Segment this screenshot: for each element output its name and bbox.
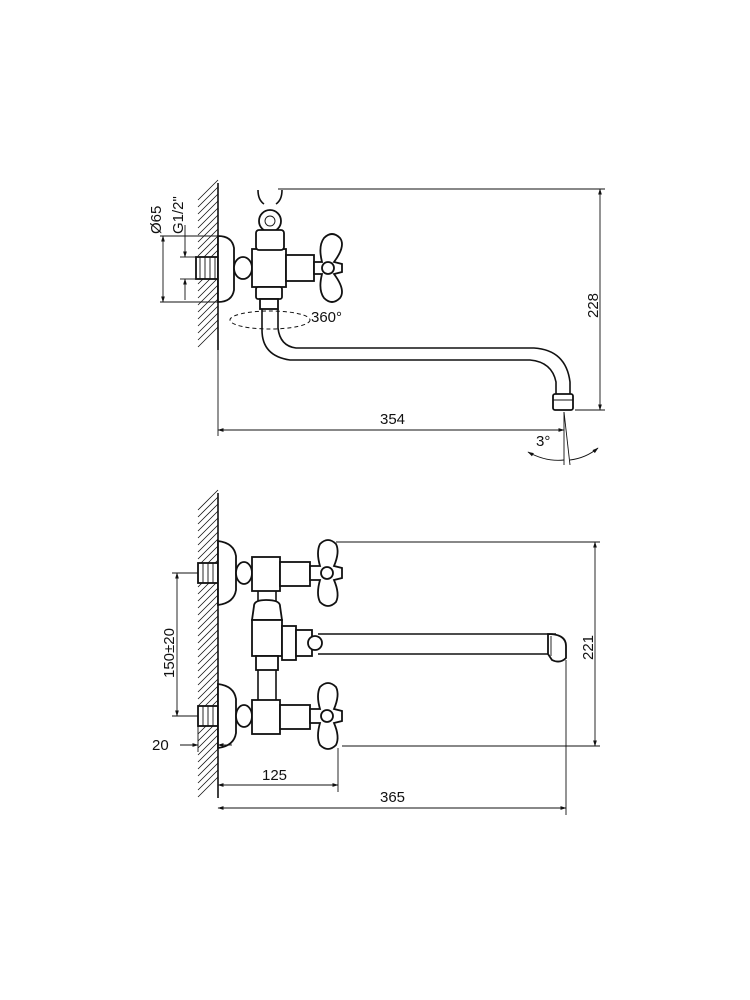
hatch-line xyxy=(197,326,219,348)
front-height-dim: 221 xyxy=(336,541,600,747)
front-view: 150±20 221 20 125 365 xyxy=(152,489,600,815)
hatch-line xyxy=(197,629,219,651)
hatch-line xyxy=(197,200,219,222)
hatch-line xyxy=(197,277,219,299)
handle-offset-label: 125 xyxy=(262,767,287,784)
hatch-line xyxy=(197,643,219,665)
hatch-line xyxy=(197,179,219,201)
side-cross-handle[interactable] xyxy=(313,233,343,303)
hatch-line xyxy=(197,650,219,672)
hatch-line xyxy=(197,193,219,215)
side-spout xyxy=(261,309,574,411)
hatch-line xyxy=(197,510,219,532)
hatch-line xyxy=(197,524,219,546)
hatch-line xyxy=(197,207,219,229)
reach-354-label: 354 xyxy=(380,411,405,428)
hatch-line xyxy=(197,755,219,777)
hatch-line xyxy=(197,214,219,236)
front-wall-offset-dim: 20 xyxy=(152,726,232,754)
front-wall xyxy=(197,489,219,798)
side-rotation-ellipse xyxy=(229,310,311,330)
hatch-line xyxy=(197,762,219,784)
hatch-line xyxy=(197,741,219,763)
hatch-line xyxy=(197,531,219,553)
side-reach-dim: 354 xyxy=(217,350,565,465)
rotation-label: 360° xyxy=(311,309,342,326)
hatch-line xyxy=(197,615,219,637)
hatch-line xyxy=(197,727,219,749)
hatch-line xyxy=(197,671,219,693)
side-height-dim: 228 xyxy=(278,188,605,411)
hatch-line xyxy=(197,312,219,334)
front-spacing-dim: 150±20 xyxy=(161,572,198,717)
wall-offset-label: 20 xyxy=(152,737,169,754)
hatch-line xyxy=(197,622,219,644)
front-lower-inlet xyxy=(197,682,311,750)
hatch-line xyxy=(197,685,219,707)
side-mixer-body xyxy=(251,189,315,310)
hatch-line xyxy=(197,305,219,327)
height-221-label: 221 xyxy=(580,635,597,660)
front-upper-inlet xyxy=(197,539,311,607)
hatch-line xyxy=(197,657,219,679)
hatch-line xyxy=(197,587,219,609)
front-spout xyxy=(318,633,567,663)
hatch-line xyxy=(197,228,219,250)
thread-label: G1/2" xyxy=(170,196,187,234)
hatch-line xyxy=(197,734,219,756)
front-handle-offset-dim: 125 xyxy=(217,748,339,792)
hatch-line xyxy=(197,538,219,560)
hatch-line xyxy=(197,186,219,208)
hatch-line xyxy=(197,601,219,623)
side-left-dims: Ø65 G1/2" xyxy=(148,196,218,303)
reach-365-label: 365 xyxy=(380,789,405,806)
hatch-line xyxy=(197,221,219,243)
hatch-line xyxy=(197,496,219,518)
hatch-line xyxy=(197,776,219,798)
hatch-line xyxy=(197,594,219,616)
front-reach-dim: 365 xyxy=(217,660,567,815)
front-central-body xyxy=(250,591,323,700)
hatch-line xyxy=(197,319,219,341)
hatch-line xyxy=(197,580,219,602)
angle-label: 3° xyxy=(536,433,550,450)
hatch-line xyxy=(197,489,219,511)
hatch-line xyxy=(197,235,219,257)
side-view: Ø65 G1/2" 228 354 3° 360° xyxy=(148,179,605,466)
hatch-line xyxy=(197,769,219,791)
hatch-line xyxy=(197,664,219,686)
hatch-line xyxy=(197,503,219,525)
side-wall-connector xyxy=(195,235,253,303)
hatch-line xyxy=(197,678,219,700)
side-angle-dim: 3° xyxy=(527,411,599,466)
front-lower-handle[interactable] xyxy=(309,682,343,750)
height-228-label: 228 xyxy=(585,293,602,318)
spacing-label: 150±20 xyxy=(161,628,178,678)
front-upper-handle[interactable] xyxy=(309,539,343,607)
diameter-label: Ø65 xyxy=(148,206,165,234)
hatch-line xyxy=(197,748,219,770)
hatch-line xyxy=(197,517,219,539)
hatch-line xyxy=(197,636,219,658)
hatch-line xyxy=(197,608,219,630)
